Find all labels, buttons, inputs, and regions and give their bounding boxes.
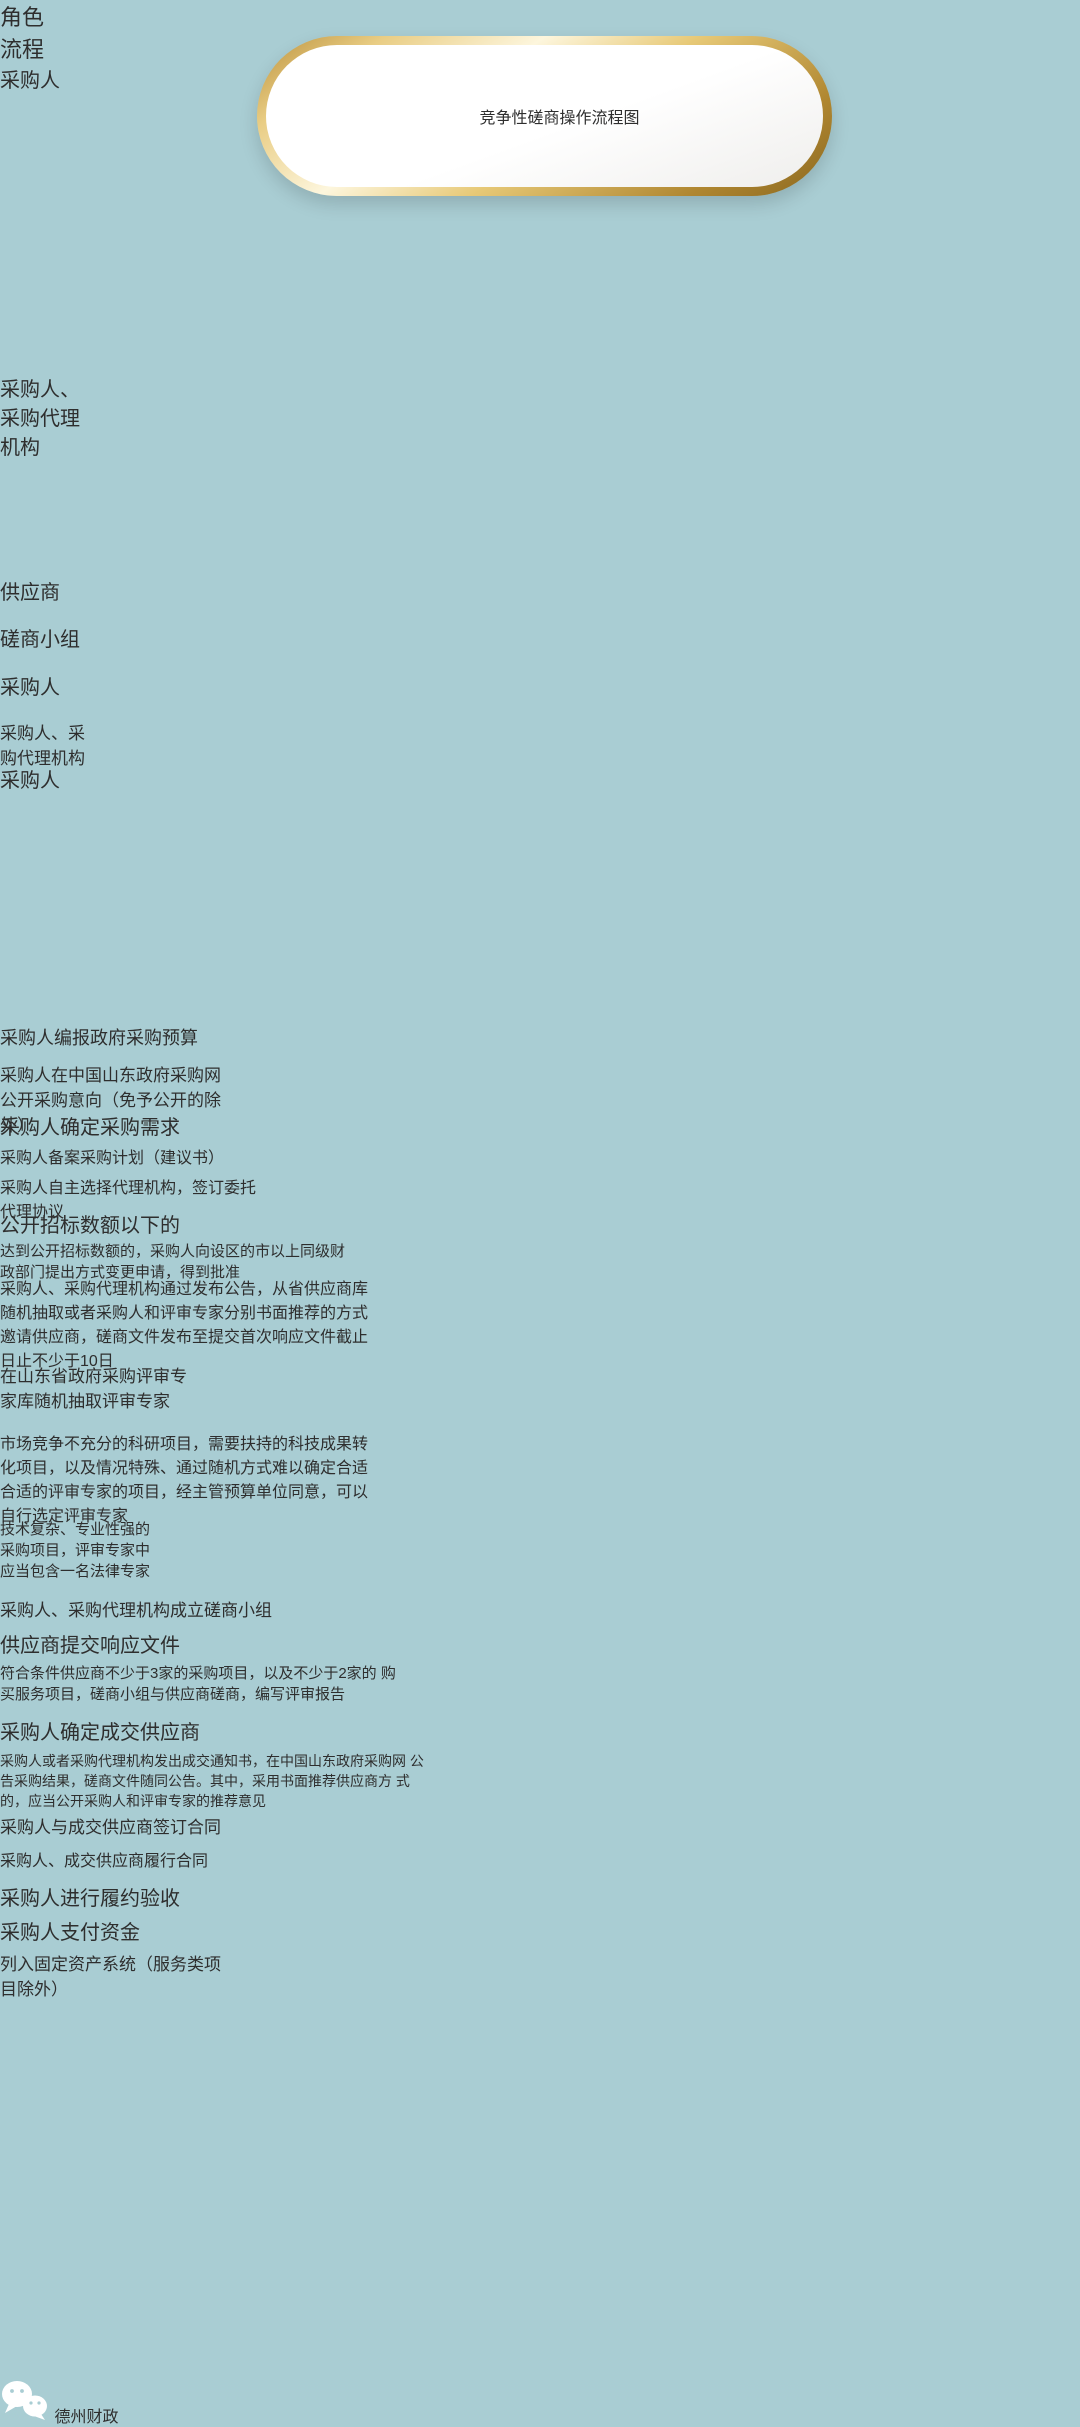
connector-line — [0, 2314, 1080, 2325]
flow-step: 采购人支付资金 — [0, 1922, 140, 1944]
connector-line — [0, 2062, 1080, 2071]
flowchart-panel: 角色 流程 采购人 采购人、 采购代理 机构 供应商 磋商小组 采购人 采购人、… — [0, 5, 1080, 2378]
role-header: 角色 — [0, 5, 45, 30]
flow-step: 采购人与成交供应商签订合同 — [0, 1818, 221, 1837]
connector-line — [0, 2030, 1080, 2042]
connector-line — [0, 2103, 1080, 2133]
connector-line — [0, 2133, 1080, 2147]
flow-step: 采购人、采购代理机构通过发布公告，从省供应商库 随机抽取或者采购人和评审专家分别… — [0, 1281, 369, 1370]
gold-bullet-icon — [449, 109, 463, 123]
connector-line — [0, 2170, 1080, 2212]
connector-line — [0, 2007, 1080, 2017]
connector-line — [0, 2325, 1080, 2334]
wechat-icon — [2, 2381, 47, 2420]
flow-step: 市场竞争不充分的科研项目，需要扶持的科技成果转 化项目，以及情况特殊、通过随机方… — [0, 1436, 369, 1525]
page-title: 竞争性磋商操作流程图 — [479, 110, 640, 127]
flow-step: 采购人确定成交供应商 — [0, 1722, 200, 1744]
poster-background: { "title": { "text": "竞争性磋商操作流程图" }, "he… — [0, 5, 832, 2426]
title-banner-inner: 竞争性磋商操作流程图 — [266, 45, 823, 187]
connector-line — [0, 2345, 1080, 2356]
flow-step: 采购人进行履约验收 — [0, 1888, 180, 1910]
connector-line — [0, 2260, 1080, 2280]
role-box: 采购人、采 购代理机构 — [0, 724, 85, 768]
process-header: 流程 — [0, 37, 45, 62]
connector-line — [0, 1996, 1080, 2007]
connector-line — [0, 2233, 1080, 2260]
flow-step: 采购人、采购代理机构成立磋商小组 — [0, 1601, 272, 1620]
connector-line — [0, 2356, 1080, 2365]
role-box: 采购人 — [0, 677, 60, 699]
flow-step: 采购人在中国山东政府采购网 公开采购意向（免予公开的除 外） — [0, 1066, 221, 1135]
role-box: 采购人 — [0, 770, 60, 792]
connector-line — [0, 2212, 1080, 2233]
flow-step: 采购人、成交供应商履行合同 — [0, 1853, 209, 1870]
role-box: 供应商 — [0, 582, 60, 604]
flow-step: 采购人备案采购计划（建议书） — [0, 1150, 225, 1167]
connector-line — [0, 2017, 1080, 2030]
flow-step: 在山东省政府采购评审专 家库随机抽取评审专家 — [0, 1367, 187, 1411]
flow-step: 采购人自主选择代理机构，签订委托 代理协议 — [0, 1180, 257, 1221]
connector-line — [0, 2147, 1080, 2162]
connector-line — [0, 2284, 1080, 2294]
connector-line — [0, 2071, 1080, 2103]
flow-step: 供应商提交响应文件 — [0, 1635, 180, 1657]
role-box: 采购人、 采购代理 机构 — [0, 379, 80, 459]
watermark: 德州财政 — [0, 2378, 1080, 2427]
flow-step: 采购人或者采购代理机构发出成交通知书，在中国山东政府采购网 公告采购结果，磋商文… — [0, 1753, 424, 1809]
flow-step: 采购人确定采购需求 — [0, 1117, 180, 1139]
flow-step: 符合条件供应商不少于3家的采购项目，以及不少于2家的 购买服务项目，磋商小组与供… — [0, 1665, 396, 1703]
flow-step: 采购人编报政府采购预算 — [0, 1028, 198, 1048]
flow-step: 公开招标数额以下的 — [0, 1215, 180, 1237]
flow-step: 达到公开招标数额的，采购人向设区的市以上同级财 政部门提出方式变更申请，得到批准 — [0, 1243, 346, 1281]
role-box: 磋商小组 — [0, 629, 80, 651]
connector-line — [0, 2051, 1080, 2062]
flow-step: 列入固定资产系统（服务类项 目除外） — [0, 1955, 221, 1999]
connector-line — [0, 2042, 1080, 2051]
connector-line — [0, 2365, 1080, 2378]
connector-line — [0, 2334, 1080, 2345]
connector-line — [0, 2294, 1080, 2314]
title-banner: 竞争性磋商操作流程图 — [257, 36, 832, 196]
flow-step: 技术复杂、专业性强的 采购项目，评审专家中 应当包含一名法律专家 — [0, 1521, 151, 1580]
role-box: 采购人 — [0, 70, 60, 92]
watermark-text: 德州财政 — [54, 2409, 119, 2426]
